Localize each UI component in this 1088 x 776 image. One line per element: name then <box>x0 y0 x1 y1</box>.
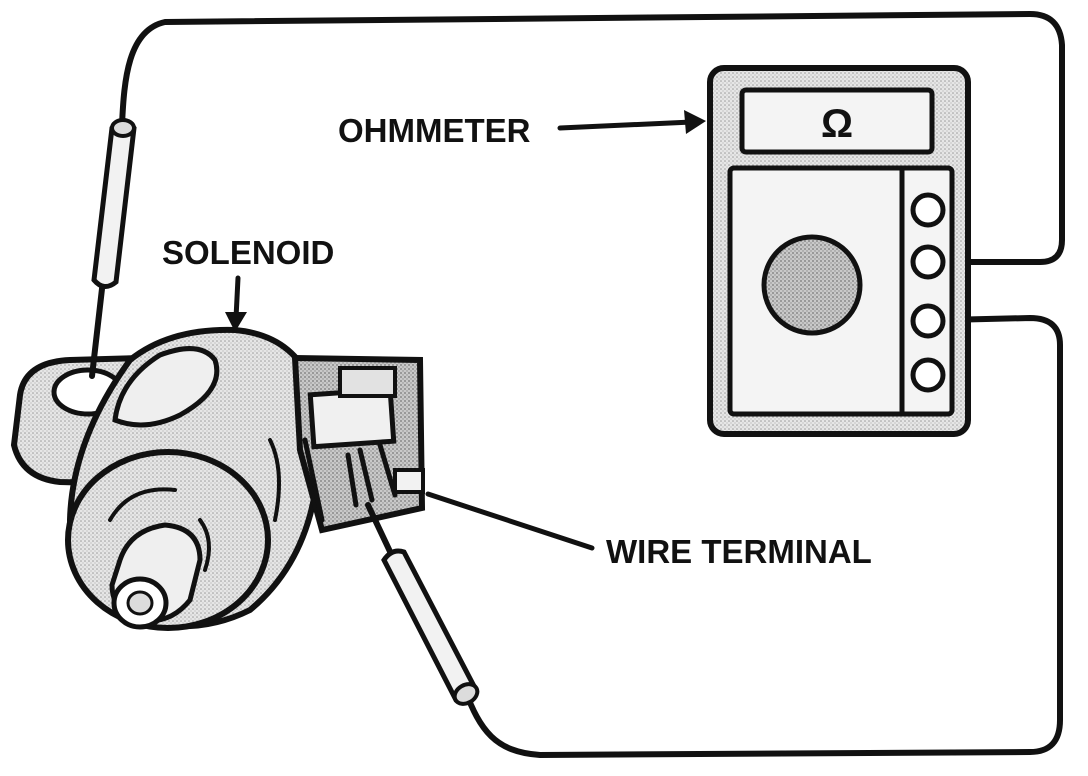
end-face-contour-2 <box>198 518 211 572</box>
housing-contour <box>268 438 281 522</box>
ohmmeter-jack-1 <box>910 192 946 228</box>
label-solenoid: SOLENOID <box>162 234 334 271</box>
upper-test-probe <box>89 118 137 379</box>
upper-probe-cap <box>110 118 136 138</box>
label-wire-terminal: WIRE TERMINAL <box>606 533 872 570</box>
lower-test-lead-wire <box>462 315 1063 758</box>
terminal-edge <box>302 437 325 523</box>
wire-terminal-leader <box>425 491 595 551</box>
ohmmeter-arrowhead <box>684 110 706 134</box>
ohmmeter-display <box>739 87 935 155</box>
ohmmeter-leader <box>557 119 695 131</box>
lower-probe-handle <box>381 548 479 704</box>
lower-probe-cap <box>452 682 480 706</box>
ohmmeter-dial <box>761 234 863 336</box>
terminal-tab <box>393 468 425 494</box>
solenoid-top-lobe <box>112 346 220 428</box>
solenoid <box>10 326 426 631</box>
upper-probe-tip <box>89 277 106 379</box>
end-face-contour <box>108 487 177 522</box>
connector-latch <box>338 366 397 398</box>
solenoid-leader <box>233 275 241 321</box>
plunger-tip-center <box>126 590 154 616</box>
label-ohmmeter: OHMMETER <box>338 112 531 149</box>
upper-test-lead-wire <box>119 11 1065 265</box>
ohmmeter-jack-2 <box>910 244 946 280</box>
ohmmeter-jack-3 <box>910 303 946 339</box>
ohmmeter-jack-4 <box>910 357 946 393</box>
upper-probe-handle <box>91 119 137 289</box>
ohmmeter: Ω <box>707 65 971 437</box>
wire-terminal-pin <box>345 442 398 508</box>
lower-test-probe <box>365 502 480 706</box>
solenoid-arrowhead <box>225 312 247 332</box>
ohm-symbol: Ω <box>821 102 853 146</box>
